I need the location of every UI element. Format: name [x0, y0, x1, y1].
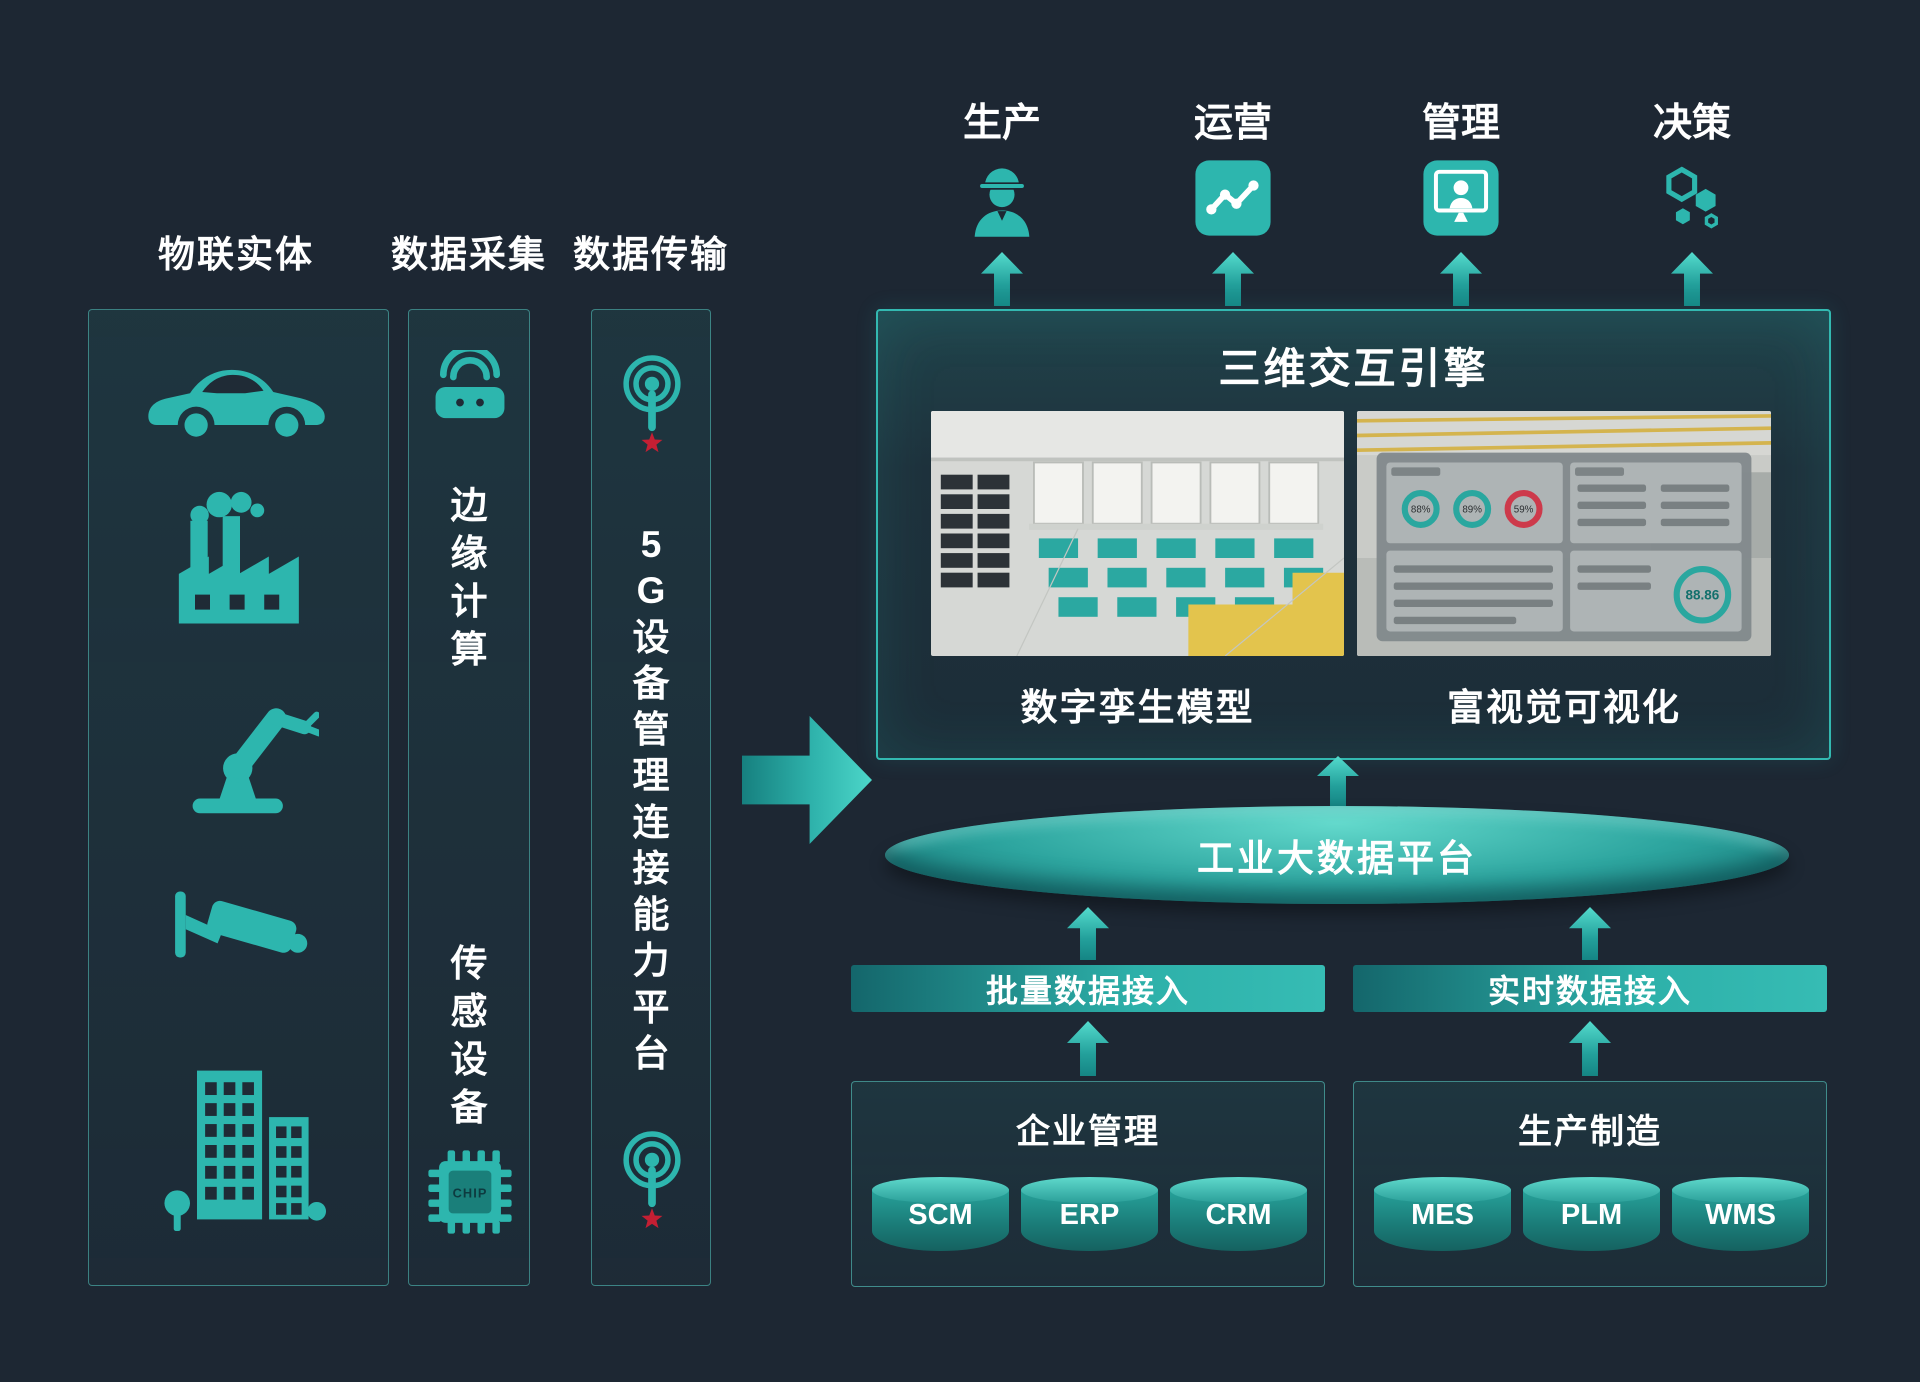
edge-computing-label-wrap: 边 缘 计 算 [409, 482, 529, 674]
antenna-icon [608, 1120, 696, 1236]
output-management: 管理 [1381, 103, 1541, 306]
output-decision: 决策 [1612, 103, 1772, 306]
batch-ingest-label: 批量数据接入 [985, 972, 1190, 1009]
enterprise-title: 企业管理 [1016, 1113, 1160, 1151]
rich-visual-caption: 富视觉可视化 [1447, 687, 1681, 728]
cylinder-label: CRM [1205, 1199, 1272, 1231]
db-cylinder-crm: CRM [1170, 1177, 1307, 1251]
up-arrow [1569, 907, 1611, 960]
cylinder-top [1523, 1177, 1660, 1203]
cylinder-top [1170, 1177, 1307, 1203]
db-cylinder-scm: SCM [872, 1177, 1009, 1251]
enterprise-box: 企业管理 SCM ERP CRM [851, 1081, 1325, 1287]
header-iot-entities: 物联实体 [158, 234, 314, 275]
robot-arm-icon [161, 662, 319, 820]
db-cylinder-plm: PLM [1523, 1177, 1660, 1251]
engine-title: 三维交互引擎 [1218, 345, 1489, 392]
line-chart-icon [1192, 157, 1274, 239]
factory-icon [165, 490, 315, 630]
db-cylinder-wms: WMS [1672, 1177, 1809, 1251]
realtime-ingest-bar: 实时数据接入 [1353, 965, 1827, 1012]
batch-ingest-bar: 批量数据接入 [851, 965, 1325, 1012]
sensor-device-label-wrap: 传 感 设 备 [409, 940, 529, 1132]
up-arrow [1067, 907, 1109, 960]
cylinder-label: PLM [1560, 1199, 1623, 1231]
big-data-platform-disc: 工业大数据平台 [885, 806, 1789, 904]
data-collection-box: 边 缘 计 算 传 感 设 备 CHIP [408, 309, 530, 1286]
manufacturing-box: 生产制造 MES PLM WMS [1353, 1081, 1827, 1287]
five-g-platform-label-wrap: 5 G 设 备 管 理 连 接 能 力 平 台 [592, 522, 710, 1077]
cylinder-label: SCM [908, 1199, 973, 1231]
cylinder-top [1021, 1177, 1158, 1203]
cylinder-top [1672, 1177, 1809, 1203]
engine-panel: 三维交互引擎 [876, 309, 1831, 760]
manager-icon [1420, 157, 1502, 239]
operation-label: 运营 [1193, 102, 1272, 145]
up-arrow [1440, 252, 1482, 306]
red-star-icon [641, 432, 663, 453]
output-operation: 运营 [1153, 103, 1313, 306]
up-arrow [1569, 1021, 1611, 1076]
cctv-camera-icon [163, 882, 317, 1000]
gauge-value: 59% [1514, 505, 1534, 516]
up-arrow [981, 252, 1023, 306]
output-production: 生产 [922, 103, 1082, 306]
sensor-device-label: 传 感 设 备 [450, 943, 488, 1129]
gauge-value: 89% [1462, 505, 1482, 516]
manufacturing-title: 生产制造 [1518, 1113, 1662, 1151]
iot-entities-box [88, 309, 389, 1286]
db-cylinder-mes: MES [1374, 1177, 1511, 1251]
buildings-icon [151, 1052, 329, 1238]
cylinder-top [1374, 1177, 1511, 1203]
dashboard-image: 88% 89% 59% 88.86 [1357, 411, 1771, 656]
cylinder-label: ERP [1059, 1199, 1120, 1231]
worker-icon [961, 157, 1043, 239]
digital-twin-image [931, 411, 1344, 656]
realtime-ingest-label: 实时数据接入 [1487, 972, 1692, 1009]
five-g-platform-label: 5 G 设 备 管 理 连 接 能 力 平 台 [632, 524, 670, 1074]
red-star-icon [641, 1208, 663, 1229]
antenna-icon [608, 344, 696, 460]
flow-right-arrow [742, 716, 872, 844]
edge-computing-label: 边 缘 计 算 [450, 485, 488, 671]
up-arrow [1671, 252, 1713, 306]
up-arrow [1212, 252, 1254, 306]
up-arrow [1067, 1021, 1109, 1076]
chip-label: CHIP [453, 1185, 488, 1200]
digital-twin-caption: 数字孪生模型 [1020, 687, 1255, 728]
big-gauge-value: 88.86 [1686, 588, 1720, 603]
cylinder-label: WMS [1705, 1199, 1776, 1231]
up-arrow [1317, 756, 1359, 806]
header-data-collection: 数据采集 [391, 234, 547, 275]
cylinder-label: MES [1411, 1199, 1474, 1231]
chip-icon: CHIP [422, 1144, 518, 1240]
big-data-platform-label: 工业大数据平台 [1197, 838, 1477, 879]
management-label: 管理 [1421, 102, 1500, 145]
header-data-transmission: 数据传输 [573, 234, 729, 275]
edge-router-icon [420, 350, 520, 434]
db-cylinder-erp: ERP [1021, 1177, 1158, 1251]
decision-label: 决策 [1652, 102, 1731, 145]
car-icon [141, 360, 337, 446]
data-transmission-box: 5 G 设 备 管 理 连 接 能 力 平 台 [591, 309, 711, 1286]
production-label: 生产 [962, 102, 1041, 145]
cylinder-top [872, 1177, 1009, 1203]
gauge-value: 88% [1411, 505, 1431, 516]
hexagon-cluster-icon [1651, 157, 1733, 239]
